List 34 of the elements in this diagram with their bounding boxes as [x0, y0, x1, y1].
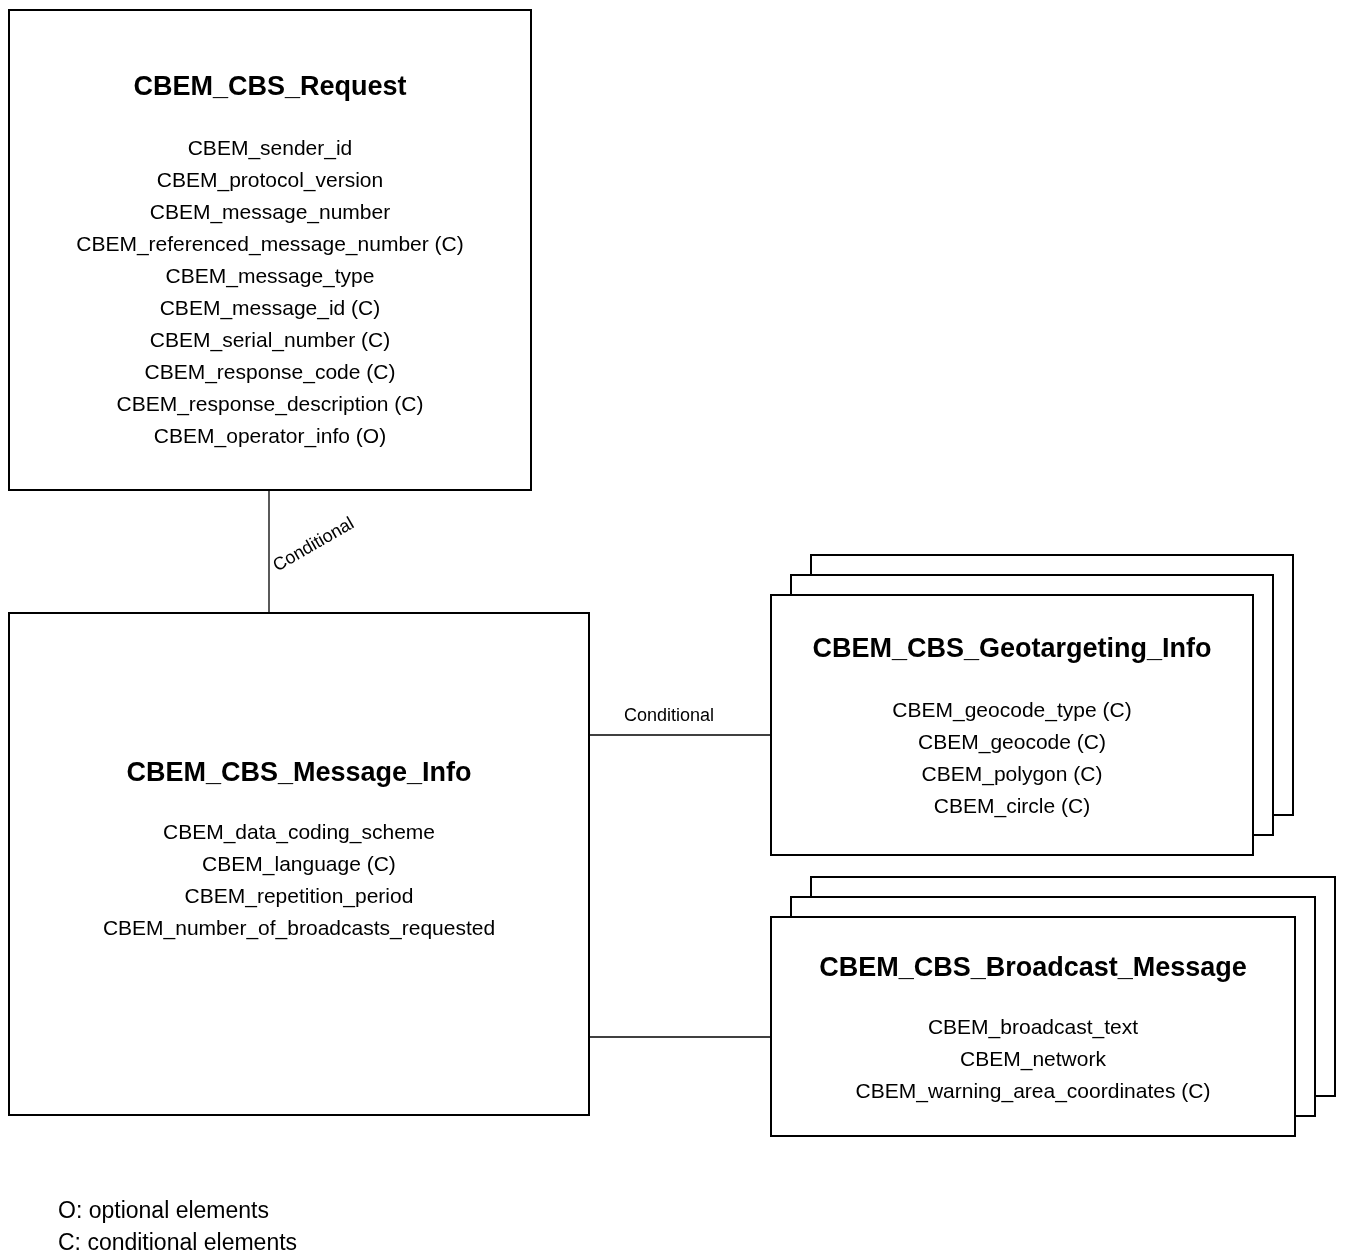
field-name: CBEM_message_type — [165, 263, 375, 290]
field-name: CBEM_response_code (C) — [144, 359, 396, 386]
connector-line — [589, 734, 771, 736]
field-name: CBEM_sender_id — [187, 135, 353, 162]
entity-box — [770, 916, 1296, 1137]
entity-box — [770, 594, 1254, 856]
field-name: CBEM_circle (C) — [933, 793, 1091, 820]
field-name: CBEM_network — [960, 1046, 1106, 1073]
field-name: CBEM_data_coding_scheme — [163, 819, 435, 846]
entity-title: CBEM_CBS_Message_Info — [126, 756, 472, 789]
field-name: CBEM_geocode_type (C) — [892, 697, 1132, 724]
field-name: CBEM_message_number — [149, 199, 391, 226]
entity-title: CBEM_CBS_Geotargeting_Info — [812, 632, 1212, 665]
connector-line — [268, 490, 270, 613]
field-name: CBEM_message_id (C) — [159, 295, 381, 322]
field-name: CBEM_geocode (C) — [918, 729, 1106, 756]
field-name: CBEM_operator_info (O) — [153, 423, 387, 450]
field-name: CBEM_repetition_period — [184, 883, 414, 910]
field-name: CBEM_referenced_message_number (C) — [76, 231, 464, 258]
entity-title: CBEM_CBS_Broadcast_Message — [819, 951, 1247, 984]
field-name: CBEM_protocol_version — [156, 167, 384, 194]
entity-box — [8, 9, 532, 491]
field-name: CBEM_polygon (C) — [921, 761, 1103, 788]
field-name: CBEM_serial_number (C) — [149, 327, 391, 354]
legend-note: O: optional elements — [58, 1196, 269, 1225]
legend-note: C: conditional elements — [58, 1228, 298, 1256]
field-name: CBEM_response_description (C) — [116, 391, 424, 418]
field-name: CBEM_warning_area_coordinates (C) — [855, 1078, 1211, 1105]
entity-title: CBEM_CBS_Request — [133, 70, 407, 103]
field-name: CBEM_language (C) — [202, 851, 396, 878]
entity-box — [8, 612, 590, 1116]
connector-line — [589, 1036, 771, 1038]
field-name: CBEM_broadcast_text — [927, 1014, 1139, 1041]
field-name: CBEM_number_of_broadcasts_requested — [102, 915, 496, 942]
